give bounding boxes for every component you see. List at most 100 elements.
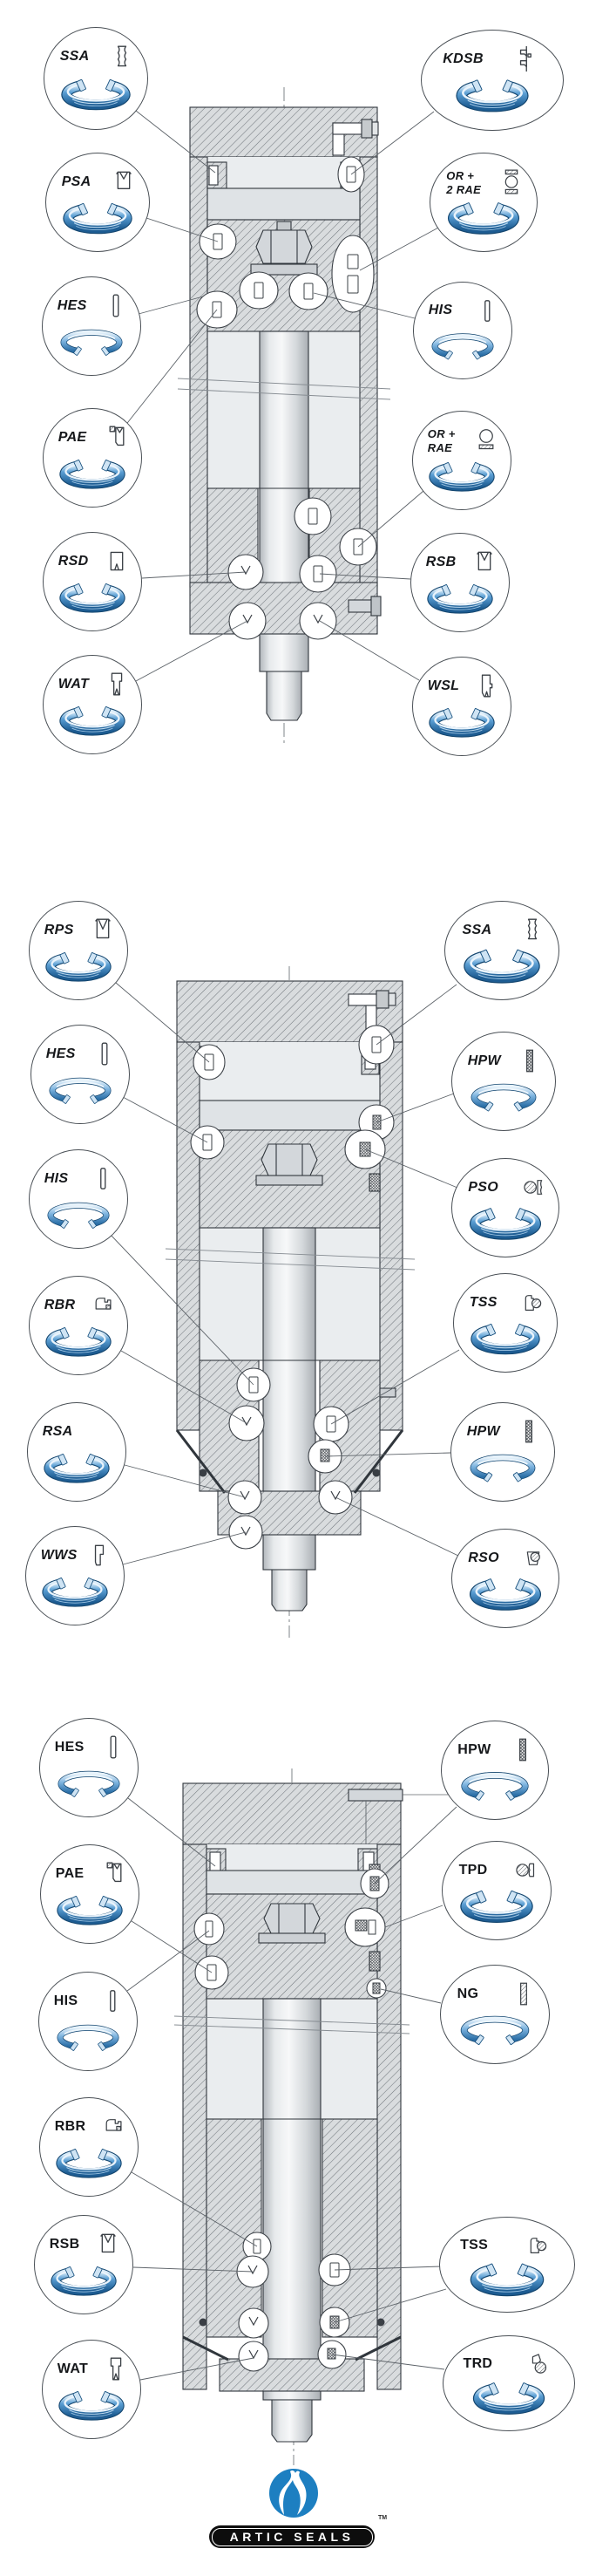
seal-ring-illustration	[465, 1204, 546, 1251]
psa-profile-icon	[113, 169, 134, 194]
seal-ring-illustration	[464, 1078, 543, 1125]
seal-code-label: PAE	[58, 429, 87, 445]
pso-profile-icon	[523, 1175, 544, 1200]
callout-rps: RPS	[29, 901, 128, 1000]
seal-ring-illustration	[469, 2380, 550, 2425]
rso-profile-icon	[523, 1545, 544, 1571]
seal-code-label: TSS	[469, 1294, 498, 1310]
seal-ring-illustration	[466, 1319, 545, 1366]
seal-ring-illustration	[425, 327, 499, 373]
seal-code-label: RBR	[54, 2118, 86, 2134]
his-profile-icon	[102, 1988, 123, 2014]
seal-code-label: RBR	[44, 1297, 76, 1312]
seal-ring-illustration	[41, 947, 115, 994]
callout-tss: TSS	[453, 1273, 558, 1373]
or-2rae-profile-icon	[501, 169, 522, 194]
seal-ring-illustration	[465, 2261, 548, 2307]
wat-profile-icon	[106, 671, 127, 697]
seal-code-label: TRD	[463, 2355, 493, 2371]
wat-profile-icon	[105, 2356, 126, 2382]
tss-profile-icon	[521, 1290, 542, 1315]
brand-name: ARTIC SEALS	[229, 2530, 355, 2544]
seal-ring-illustration	[39, 1448, 113, 1496]
ssa-profile-icon	[112, 44, 132, 70]
hpw-profile-icon	[518, 1419, 539, 1444]
seal-ring-illustration	[55, 454, 129, 501]
callout-hpw: HPW	[450, 1402, 555, 1502]
seal-code-label: HPW	[457, 1741, 491, 1757]
his-profile-icon	[477, 298, 498, 324]
his-profile-icon	[92, 1166, 113, 1191]
callout-his: HIS	[38, 1972, 138, 2071]
seal-code-label: WSL	[427, 678, 460, 693]
seal-code-label: KDSB	[443, 51, 484, 66]
callout-hpw: HPW	[451, 1032, 556, 1131]
callout-wat: WAT	[43, 655, 142, 754]
callout-hpw: HPW	[441, 1721, 549, 1820]
seal-code-label: SSA	[462, 922, 492, 937]
tss-profile-icon	[526, 2232, 547, 2258]
hpw-profile-icon	[519, 1048, 540, 1073]
seal-code-label: TSS	[460, 2237, 489, 2252]
seal-code-label: WWS	[40, 1547, 78, 1563]
callout-his: HIS	[29, 1149, 128, 1249]
seal-ring-illustration	[456, 1887, 538, 1934]
seal-ring-illustration	[51, 2018, 125, 2065]
seal-code-label: RSA	[42, 1423, 73, 1439]
seal-code-label: HIS	[44, 1170, 69, 1186]
callout-hes: HES	[39, 1718, 139, 1817]
seal-code-label: PSO	[468, 1179, 498, 1195]
callout-rsb: RSB	[34, 2215, 133, 2314]
seal-code-label: HPW	[467, 1053, 501, 1068]
seal-ring-illustration	[54, 2386, 128, 2433]
callout-pae: PAE	[43, 408, 142, 508]
rsa-profile-icon	[91, 1419, 112, 1444]
seal-ring-illustration	[55, 578, 129, 625]
hes-profile-icon	[94, 1041, 115, 1067]
cylinder-drawing-3	[173, 1768, 475, 2468]
ng-profile-icon	[513, 1981, 534, 2007]
cylinder-drawing-2	[165, 966, 416, 1638]
seal-code-label: HIS	[53, 1993, 78, 2008]
callout-his: HIS	[413, 282, 512, 379]
or-rae-profile-icon	[476, 427, 497, 453]
rbr-profile-icon	[103, 2114, 124, 2139]
trd-profile-icon	[527, 2351, 548, 2376]
callout-rbr: RBR	[39, 2097, 139, 2197]
seal-code-label: RSB	[425, 554, 457, 569]
leader-lines	[109, 110, 460, 2381]
callout-tpd: TPD	[442, 1841, 552, 1940]
callout-ssa: SSA	[444, 901, 559, 1000]
pae-profile-icon	[106, 425, 127, 450]
callout-rsa: RSA	[27, 1402, 126, 1502]
seal-ring-illustration	[55, 701, 129, 748]
callout-or-2rae: OR +2 RAE	[430, 153, 538, 252]
hes-profile-icon	[105, 293, 126, 318]
cylinder-drawing-1	[177, 87, 391, 743]
seal-ring-illustration	[57, 74, 135, 123]
callout-rsb: RSB	[410, 533, 510, 632]
seal-ring-illustration	[454, 2011, 536, 2058]
seal-code-label: RSB	[49, 2236, 80, 2252]
brand-name-keyline	[211, 2527, 373, 2546]
callout-psa: PSA	[45, 153, 150, 252]
seal-ring-illustration	[51, 2143, 125, 2191]
callout-pso: PSO	[451, 1158, 559, 1257]
callout-hes: HES	[30, 1025, 130, 1124]
wws-profile-icon	[89, 1543, 110, 1568]
seal-ring-illustration	[459, 947, 545, 994]
callout-rbr: RBR	[29, 1276, 128, 1375]
seal-ring-illustration	[51, 1764, 125, 1811]
callout-kdsb: KDSB	[421, 30, 564, 131]
seal-code-label: HES	[57, 297, 87, 313]
seal-code-label: PAE	[55, 1865, 85, 1881]
callout-hes: HES	[42, 276, 141, 376]
seal-code-label: HES	[45, 1046, 76, 1061]
seal-code-label: HPW	[466, 1423, 500, 1439]
trademark-symbol: TM	[378, 2515, 388, 2521]
wsl-profile-icon	[476, 673, 497, 699]
callout-ng: NG	[440, 1965, 550, 2064]
callout-wsl: WSL	[412, 657, 511, 756]
